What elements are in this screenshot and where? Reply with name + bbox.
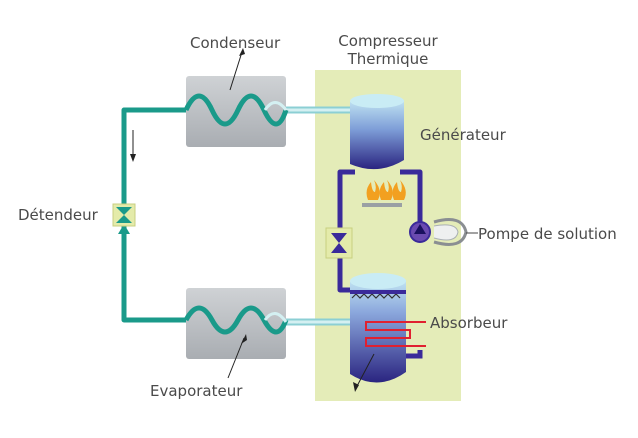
condenser-label: Condenseur (190, 34, 281, 52)
evaporator-pointer (227, 337, 245, 379)
absorber-label: Absorbeur (430, 314, 508, 332)
flow-arrowhead (130, 154, 136, 162)
solution-valve-icon (325, 227, 353, 259)
evaporator-coil-icon (183, 305, 289, 335)
compressor-label-line1: Compresseur (338, 32, 438, 50)
upflow-arrowhead (118, 224, 130, 234)
absorber-pointer (355, 353, 375, 389)
condenser-pointer (229, 51, 243, 91)
flame-icon (362, 180, 406, 207)
generator-label: Générateur (420, 126, 506, 144)
evaporator-label: Evaporateur (150, 382, 243, 400)
expansion-valve-label: Détendeur (18, 206, 98, 224)
spray-icon (351, 293, 401, 299)
condenser-coil-icon (183, 93, 289, 127)
solution-pump-label: Pompe de solution (478, 225, 617, 243)
absorber-vessel (350, 273, 406, 383)
expansion-valve-icon (112, 203, 136, 227)
pump-icon (409, 218, 468, 246)
generator-vessel (350, 94, 404, 170)
compressor-label-line2: Thermique (347, 50, 429, 68)
coil-icon (365, 321, 426, 347)
